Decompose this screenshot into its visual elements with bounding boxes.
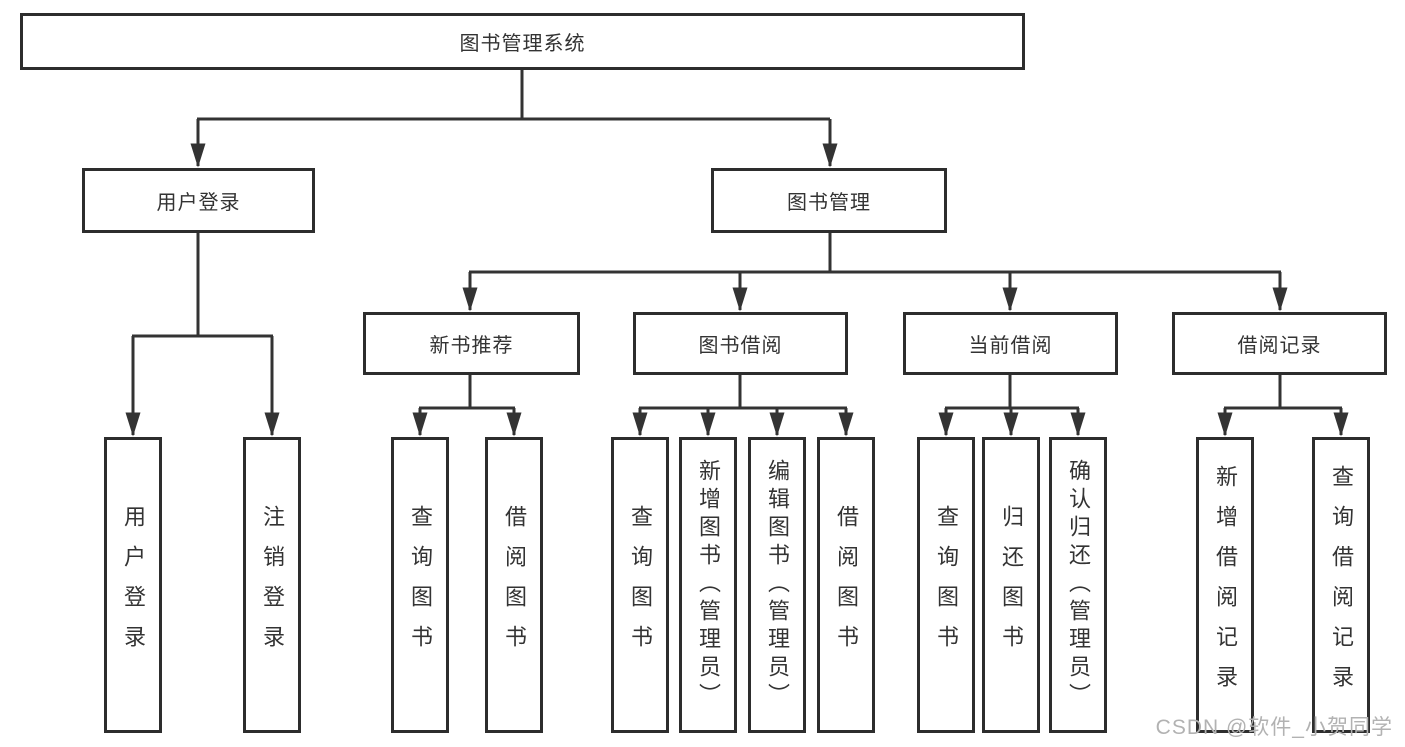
node-new-book-recommend: 新书推荐 bbox=[363, 312, 580, 375]
node-label: 用户登录 bbox=[156, 192, 241, 214]
leaf-user-login: 用户登录 bbox=[104, 437, 162, 733]
node-label: 图书管理 bbox=[787, 192, 871, 214]
leaf-query-books-borrow: 查询图书 bbox=[611, 437, 669, 733]
node-label: 借阅图书 bbox=[834, 505, 859, 665]
node-label: 新增借阅记录 bbox=[1213, 465, 1238, 705]
node-book-borrow: 图书借阅 bbox=[633, 312, 848, 375]
leaf-query-books-current: 查询图书 bbox=[917, 437, 975, 733]
node-label: 借阅记录 bbox=[1237, 335, 1322, 357]
node-label: 编辑图书（管理员） bbox=[765, 459, 790, 711]
node-label: 查询图书 bbox=[628, 505, 653, 665]
leaf-add-borrow-record: 新增借阅记录 bbox=[1196, 437, 1254, 733]
node-user-login: 用户登录 bbox=[82, 168, 315, 233]
node-label: 确认归还（管理员） bbox=[1066, 459, 1091, 711]
node-label: 用户登录 bbox=[121, 505, 146, 665]
node-label: 新增图书（管理员） bbox=[696, 459, 721, 711]
csdn-watermark: CSDN @软件_小贺同学 bbox=[1155, 716, 1393, 739]
node-label: 图书借阅 bbox=[698, 335, 783, 357]
node-label: 查询图书 bbox=[934, 505, 959, 665]
leaf-confirm-return-admin: 确认归还（管理员） bbox=[1049, 437, 1107, 733]
leaf-borrow-books-recommend: 借阅图书 bbox=[485, 437, 543, 733]
node-borrow-records: 借阅记录 bbox=[1172, 312, 1387, 375]
leaf-query-borrow-record: 查询借阅记录 bbox=[1312, 437, 1370, 733]
node-book-management: 图书管理 bbox=[711, 168, 947, 233]
node-label: 当前借阅 bbox=[968, 335, 1053, 357]
leaf-add-books-admin: 新增图书（管理员） bbox=[679, 437, 737, 733]
leaf-edit-books-admin: 编辑图书（管理员） bbox=[748, 437, 806, 733]
leaf-borrow-books: 借阅图书 bbox=[817, 437, 875, 733]
leaf-return-books: 归还图书 bbox=[982, 437, 1040, 733]
node-label: 借阅图书 bbox=[502, 505, 527, 665]
node-label: 注销登录 bbox=[260, 505, 285, 665]
leaf-query-books-recommend: 查询图书 bbox=[391, 437, 449, 733]
node-label: 图书管理系统 bbox=[459, 33, 586, 55]
node-label: 查询借阅记录 bbox=[1329, 465, 1354, 705]
node-current-borrow: 当前借阅 bbox=[903, 312, 1118, 375]
node-label: 查询图书 bbox=[408, 505, 433, 665]
node-label: 新书推荐 bbox=[429, 335, 514, 357]
node-label: 归还图书 bbox=[999, 505, 1024, 665]
leaf-logout: 注销登录 bbox=[243, 437, 301, 733]
node-library-management-system: 图书管理系统 bbox=[20, 13, 1025, 70]
